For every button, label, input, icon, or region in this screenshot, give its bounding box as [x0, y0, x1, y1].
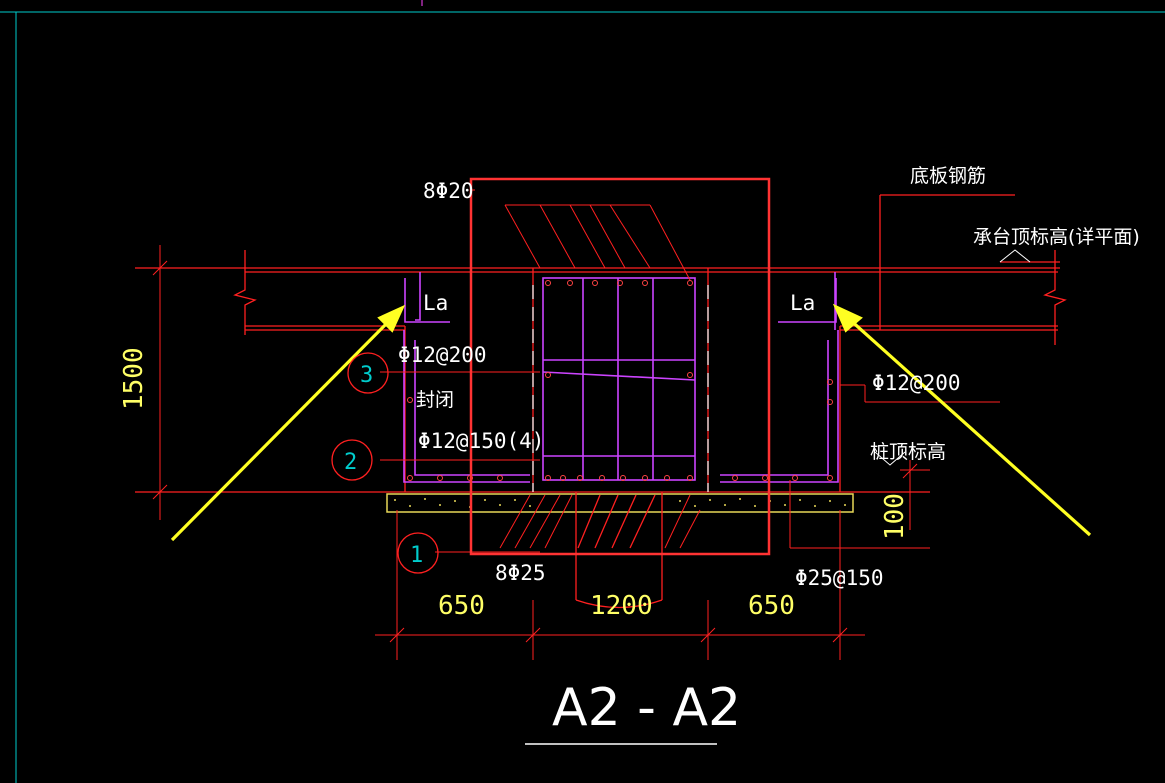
dim-left-width: 650: [438, 591, 485, 621]
dim-cushion: 100: [880, 493, 910, 540]
right-arrow-shaft: [846, 316, 1092, 537]
rebar-cage: [403, 272, 839, 483]
highlight-box: [469, 177, 771, 556]
section-title: A2 - A2: [552, 678, 741, 738]
top-bars-label: 8Φ20: [423, 179, 474, 203]
centerlines: [532, 285, 709, 492]
la-right-label: La: [790, 291, 815, 315]
dimension-labels: 1500 100 650 1200 650: [119, 347, 910, 621]
marker-2: 2: [344, 450, 357, 475]
top-bar-hatch: [470, 189, 691, 281]
marker-1: 1: [410, 543, 423, 568]
pile-top-elev-label: 桩顶标高: [870, 441, 946, 463]
la-left-label: La: [423, 291, 448, 315]
dim-center-width: 1200: [590, 591, 653, 621]
marker-3-circle: [347, 352, 389, 394]
cap-top-elev-label: 承台顶标高(详平面): [973, 226, 1140, 248]
circle-markers: 3 2 1: [331, 352, 439, 574]
cushion-layer: [386, 493, 854, 513]
base-bars-label: Φ25@150: [795, 566, 884, 590]
marker-3: 3: [360, 363, 373, 388]
closed-label: 封闭: [416, 389, 454, 411]
right-arrow-head: [832, 303, 863, 333]
pile: [575, 492, 663, 609]
dim-right-width: 650: [748, 591, 795, 621]
dimension-lines: [152, 245, 918, 660]
leader-lines: [380, 371, 1000, 553]
bottom-bar-hatch: [499, 494, 701, 549]
dim-height-total: 1500: [119, 347, 149, 410]
stirrup-top-label: Φ12@200: [398, 343, 487, 367]
bottom-bars-label: 8Φ25: [495, 561, 546, 585]
marker-1-circle: [397, 532, 439, 574]
marker-2-circle: [331, 439, 373, 481]
annotation-labels: 8Φ20 La La Φ12@200 封闭 Φ12@150(4) Φ12@200…: [398, 165, 1140, 590]
stirrup-4leg-label: Φ12@150(4): [418, 429, 544, 453]
yellow-arrows: [170, 303, 1092, 542]
elevation-markers: [874, 249, 1031, 466]
slab-rebar-label: 底板钢筋: [910, 165, 986, 187]
side-bars-right-label: Φ12@200: [872, 371, 961, 395]
left-arrow-shaft: [170, 316, 394, 542]
left-arrow-head: [377, 304, 406, 333]
